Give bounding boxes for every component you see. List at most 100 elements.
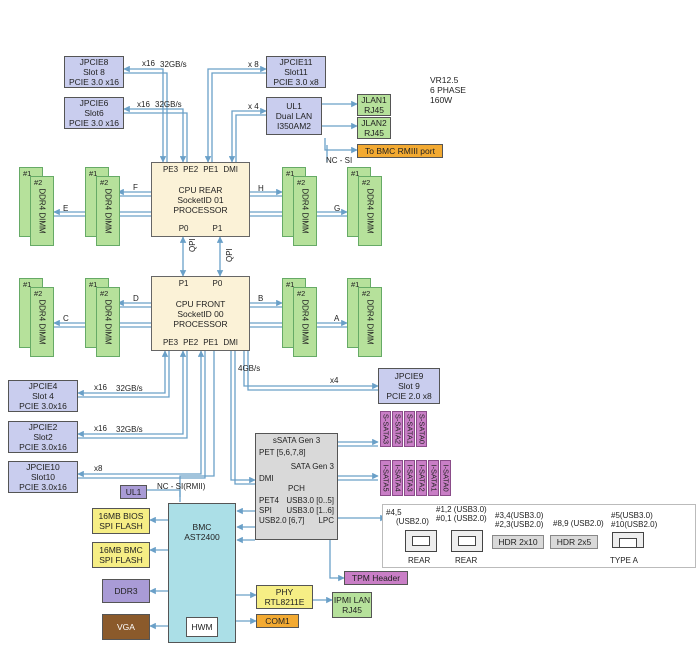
pch-dmi: DMI	[259, 474, 274, 483]
dmi-bandwidth: 4GB/s	[238, 364, 261, 373]
jpcie10-lanes: x8	[94, 464, 103, 473]
front-dmi: DMI	[223, 338, 239, 347]
vr-phase: 6 PHASE	[430, 85, 466, 95]
dimm-label: DDR4 DIMM	[300, 299, 310, 345]
dimm-number: #2	[100, 178, 109, 187]
usb-type-a-icon	[612, 532, 644, 548]
jpcie11-spec: PCIE 3.0 x8	[273, 77, 319, 87]
sata-port-label: I-SATA3	[405, 464, 414, 492]
jpcie9-slot-label: Slot 9	[398, 381, 420, 391]
pch-usb20: USB2.0 [6,7]	[259, 516, 305, 525]
sata-port-label: I-SATA5	[381, 464, 390, 492]
front-pe2: PE2	[183, 338, 199, 347]
jpcie4-bandwidth: 32GB/s	[116, 384, 143, 393]
usb-rear-icon-1	[405, 530, 437, 552]
dimm-label: DDR4 DIMM	[103, 299, 113, 345]
usb-g4-l1: #8,9 (USB2.0)	[553, 519, 604, 528]
jlan2-type: RJ45	[364, 128, 384, 138]
sata-port-i-sata3: I-SATA3	[404, 460, 415, 496]
jlan2-name: JLAN2	[361, 118, 387, 128]
jpcie4-lanes: x16	[94, 383, 107, 392]
bios-flash-size: 16MB BIOS	[98, 511, 144, 521]
dimm-number: #1	[89, 169, 98, 178]
hwm: HWM	[186, 617, 218, 637]
usb-g5-cap: TYPE A	[610, 556, 639, 565]
pch-spi: SPI	[259, 506, 272, 515]
bios-flash: 16MB BIOS SPI FLASH	[92, 508, 150, 534]
dimm-label: DDR4 DIMM	[103, 188, 113, 234]
jpcie6-lanes: x16	[137, 100, 150, 109]
ipmi-lan-port: IPMI LAN RJ45	[332, 592, 372, 618]
jpcie6-slot: JPCIE6 Slot6 PCIE 3.0 x16	[64, 97, 124, 129]
link-jpcie11	[204, 65, 267, 163]
sata-port-i-sata0: I-SATA0	[440, 460, 451, 496]
front-processor: PROCESSOR	[173, 318, 228, 329]
sata-port-label: S-SATA0	[417, 413, 426, 445]
qpi-label-left: QPI	[188, 238, 197, 252]
link-ul1	[228, 107, 267, 163]
cpu-front: P1 P0 CPU FRONT SocketID 00 PROCESSOR PE…	[151, 276, 250, 351]
phy-part: RTL8211E	[264, 597, 305, 607]
jpcie2-slot-label: Slot2	[33, 432, 53, 442]
bmc-model: AST2400	[184, 532, 220, 542]
channel-b: B	[258, 294, 264, 303]
usb-g5-l2: #10(USB2.0)	[611, 520, 658, 529]
tpm-label: TPM Header	[351, 573, 401, 583]
jpcie2-spec: PCIE 3.0x16	[19, 442, 67, 452]
rear-socket-id: SocketID 01	[177, 194, 224, 205]
usb-g2-cap: REAR	[455, 556, 478, 565]
pch-usb30b: USB3.0 [1..6]	[286, 506, 334, 515]
usb-g1-cap: REAR	[408, 556, 431, 565]
front-socket-id: SocketID 00	[177, 308, 224, 319]
dimm-number: #1	[351, 169, 360, 178]
ddr3-label: DDR3	[114, 586, 138, 596]
vr-watt: 160W	[430, 95, 453, 105]
usb-g3-l2: #2,3(USB2.0)	[495, 520, 544, 529]
usb-g5-l1: #5(USB3.0)	[611, 511, 653, 520]
bios-flash-type: SPI FLASH	[99, 521, 143, 531]
sata-port-i-sata1: I-SATA1	[428, 460, 439, 496]
dimm-number: #1	[89, 280, 98, 289]
sata-port-s-sata3: S-SATA3	[380, 411, 391, 447]
rear-p0: P0	[178, 224, 189, 233]
ipmi-type: RJ45	[342, 605, 362, 615]
jpcie6-bandwidth: 32GB/s	[155, 100, 182, 109]
jpcie8-slot: JPCIE8 Slot 8 PCIE 3.0 x16	[64, 56, 124, 88]
qpi-label-right: QPI	[225, 248, 234, 262]
jpcie2-name: JPCIE2	[28, 422, 58, 432]
jlan1-type: RJ45	[364, 105, 384, 115]
sata-port-i-sata2: I-SATA2	[416, 460, 427, 496]
rear-cpu-name: CPU REAR	[178, 184, 223, 195]
vr-model: VR12.5	[430, 75, 459, 85]
bmc-rmiii-label: To BMC RMIII port	[365, 146, 435, 156]
channel-c: C	[63, 314, 69, 323]
front-p0: P0	[212, 279, 223, 288]
dimm-number: #1	[23, 169, 32, 178]
phy-chip: PHY RTL8211E	[256, 585, 313, 609]
sata-port-label: I-SATA4	[393, 464, 402, 492]
com1-label: COM1	[265, 616, 290, 626]
jpcie2-bandwidth: 32GB/s	[116, 425, 143, 434]
jpcie9-spec: PCIE 2.0 x8	[386, 391, 432, 401]
hdr-2x5: HDR 2x5	[550, 535, 598, 549]
ncsi-label: NC - SI	[326, 156, 353, 165]
bmc-flash: 16MB BMC SPI FLASH	[92, 542, 150, 568]
channel-f: F	[133, 183, 138, 192]
phy-name: PHY	[275, 587, 294, 597]
channel-d: D	[133, 294, 139, 303]
bmc-flash-type: SPI FLASH	[99, 555, 143, 565]
dimm-number: #1	[23, 280, 32, 289]
dimm-number: #1	[286, 169, 295, 178]
jlan1-port: JLAN1 RJ45	[357, 94, 391, 116]
jpcie8-name: JPCIE8	[79, 57, 109, 67]
jpcie10-slot: JPCIE10 Slot10 PCIE 3.0x16	[8, 461, 78, 493]
usb-g3-l1: #3,4(USB3.0)	[495, 511, 544, 520]
jpcie4-name: JPCIE4	[28, 381, 58, 391]
usb-g2-l2: #0,1 (USB2.0)	[436, 514, 487, 523]
